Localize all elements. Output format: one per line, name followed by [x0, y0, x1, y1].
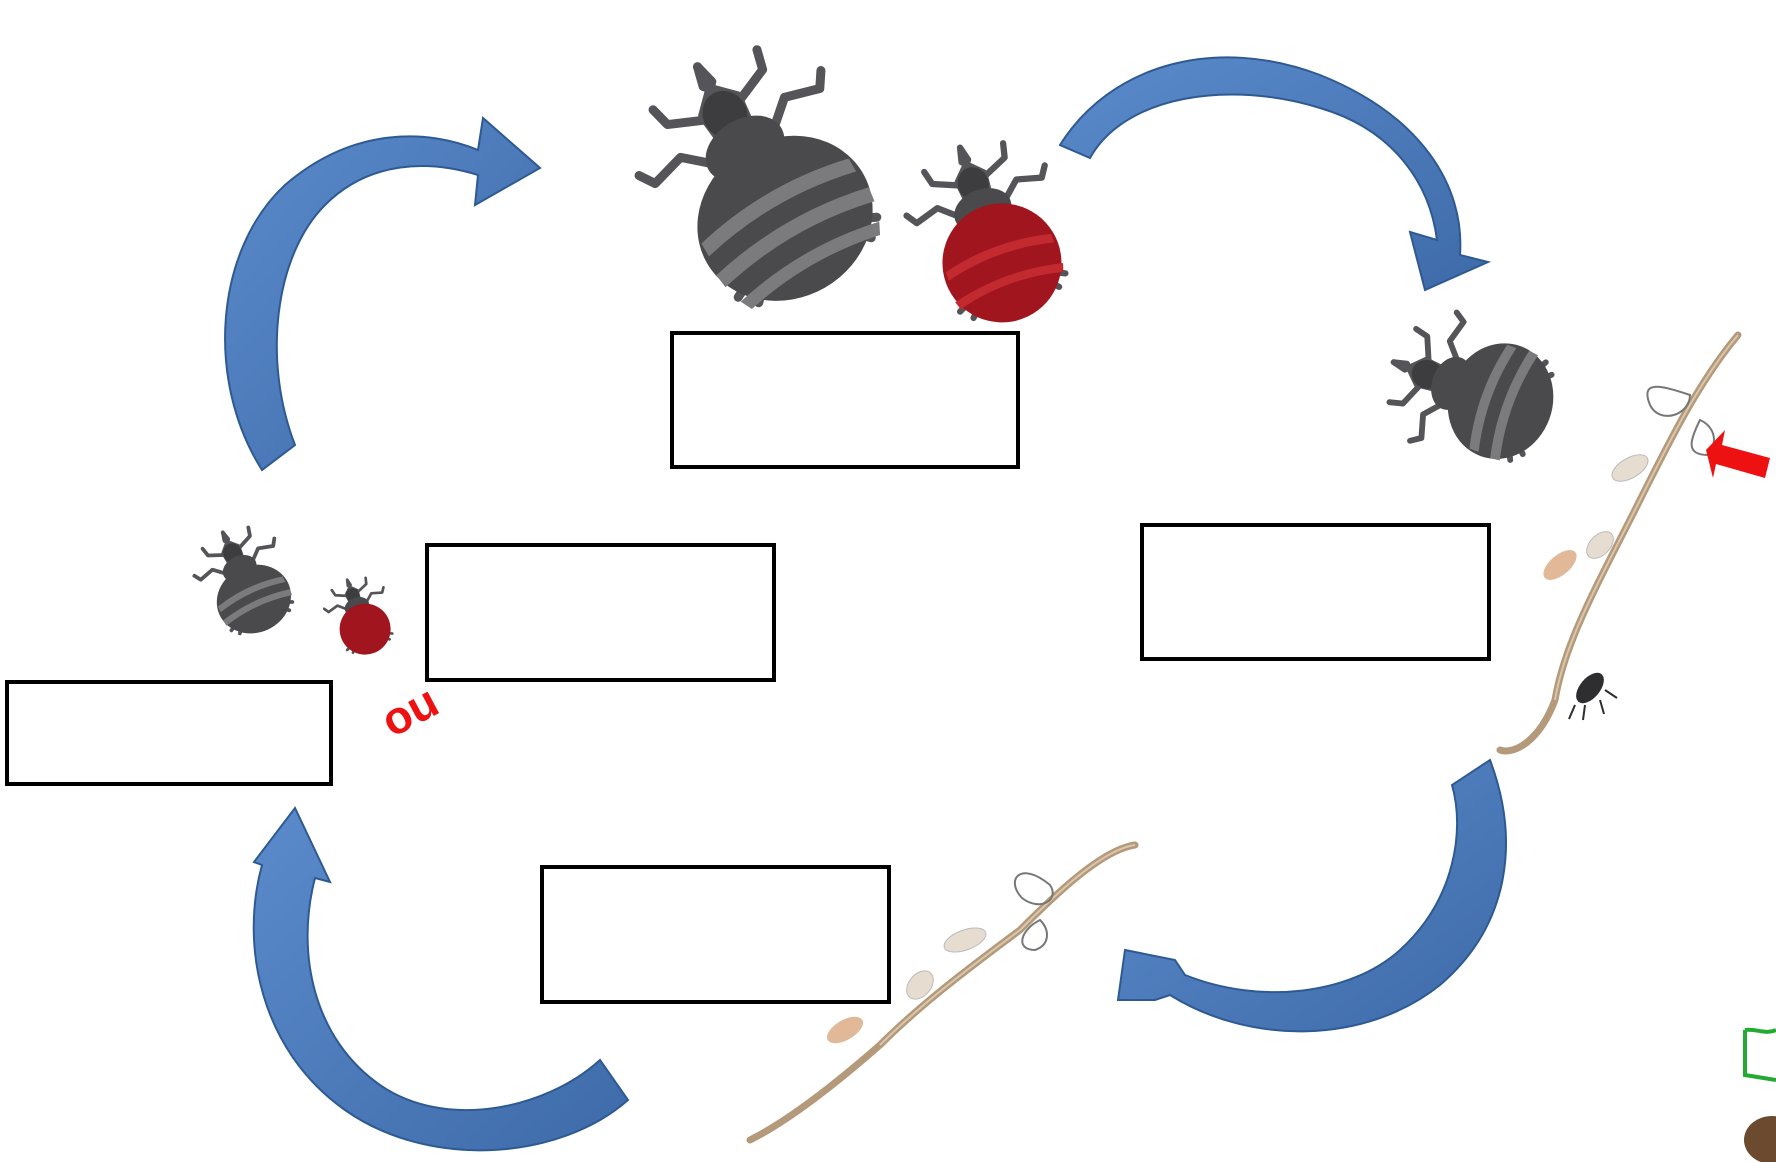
corner-mascot-icon	[1744, 1116, 1776, 1162]
nits-on-hair-illustration	[746, 841, 1139, 1144]
adult-louse-illustration	[1370, 298, 1572, 483]
cycle-arrows	[224, 56, 1507, 1152]
answer-box-middle-left[interactable]	[425, 543, 776, 682]
pointer-arrow	[1706, 430, 1770, 478]
arrow-top-to-right	[1058, 56, 1492, 292]
corner-flag-icon	[1743, 1027, 1776, 1082]
answer-box-right[interactable]	[1140, 523, 1491, 661]
answer-box-top[interactable]	[670, 331, 1020, 469]
answer-box-left[interactable]	[5, 680, 333, 786]
arrow-left-to-top	[224, 116, 542, 472]
young-louse-pair-illustration	[180, 511, 404, 661]
arrow-right-to-bottom	[1116, 758, 1507, 1033]
hair-with-nits-illustration	[1496, 331, 1742, 755]
arrow-bottom-to-left	[252, 806, 630, 1152]
answer-box-bottom[interactable]	[540, 865, 891, 1004]
adult-louse-pair-illustration	[607, 14, 1092, 344]
